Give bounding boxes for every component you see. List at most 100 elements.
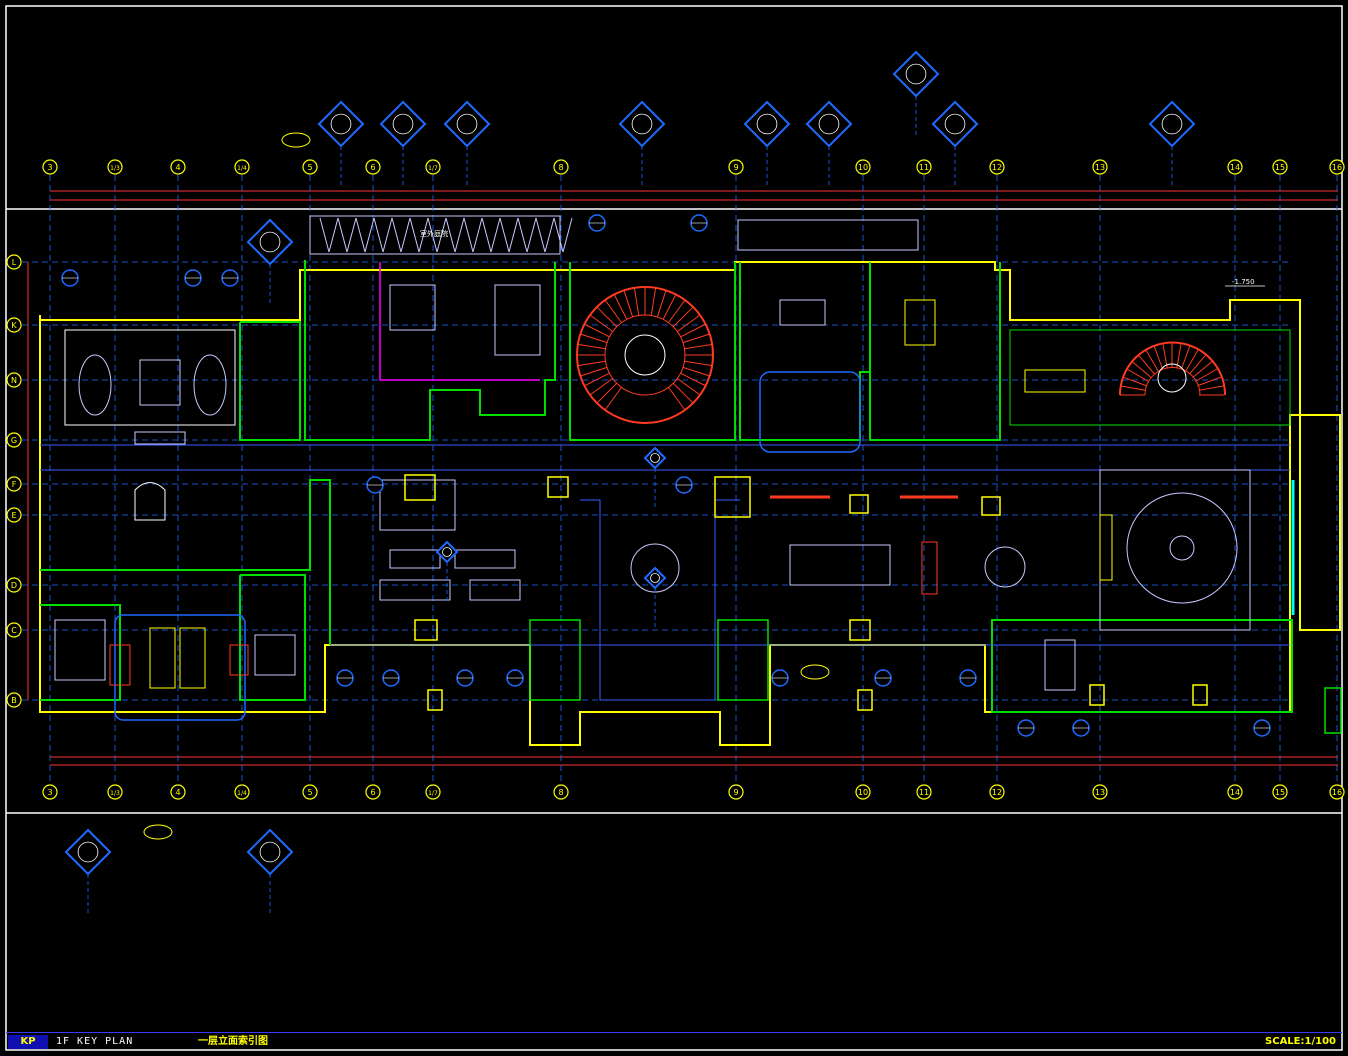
grid-bubble-top: 14 — [1227, 159, 1243, 175]
grid-bubble-top: 1/3 — [107, 159, 123, 175]
svg-text:F: F — [12, 480, 17, 489]
svg-text:K: K — [11, 321, 17, 330]
svg-text:11: 11 — [919, 788, 929, 797]
grid-bubble-bottom: 5 — [302, 784, 318, 800]
svg-text:3: 3 — [47, 163, 52, 172]
elevation-marker — [743, 100, 791, 186]
grid-bubble-row: C — [6, 622, 22, 638]
dimension-lines — [27, 190, 1338, 766]
grid-bubble-bottom: 1/4 — [234, 784, 250, 800]
elevation-marker — [643, 446, 667, 508]
section-marker — [800, 664, 830, 680]
sheet-title: 一层立面索引图 — [198, 1036, 268, 1047]
svg-text:1/7: 1/7 — [428, 165, 438, 172]
grid-bubble-top: 3 — [42, 159, 58, 175]
fixtures — [404, 474, 1342, 734]
section-marker — [588, 214, 606, 232]
elevation-marker — [435, 540, 459, 602]
grid-bubble-bottom: 13 — [1092, 784, 1108, 800]
grid-bubble-row: L — [6, 254, 22, 270]
grid-bubble-top: 9 — [728, 159, 744, 175]
svg-text:8: 8 — [558, 163, 563, 172]
interior-guidelines — [40, 444, 1290, 701]
svg-text:16: 16 — [1332, 788, 1342, 797]
svg-text:1/4: 1/4 — [237, 165, 247, 172]
sheet-code: KP — [8, 1035, 48, 1049]
svg-text:6: 6 — [370, 163, 375, 172]
svg-text:N: N — [11, 376, 17, 385]
svg-text:15: 15 — [1275, 788, 1285, 797]
grid-bubble-top: 5 — [302, 159, 318, 175]
section-marker — [1253, 719, 1271, 737]
section-marker — [1017, 719, 1035, 737]
spot-level: -1.750 — [1225, 278, 1265, 287]
grid-bubble-row: B — [6, 692, 22, 708]
grid-bubble-bottom: 1/7 — [425, 784, 441, 800]
section-marker — [874, 669, 892, 687]
svg-text:14: 14 — [1230, 788, 1240, 797]
section-marker — [675, 476, 693, 494]
elevation-marker — [892, 50, 940, 136]
section-marker — [336, 669, 354, 687]
section-marker — [959, 669, 977, 687]
svg-text:1/3: 1/3 — [110, 165, 120, 172]
elevation-marker — [379, 100, 427, 186]
svg-text:E: E — [11, 511, 16, 520]
elevation-marker — [805, 100, 853, 186]
section-marker — [221, 269, 239, 287]
grid-bubbles-bottom: 3 1/3 4 1/4 5 6 1/7 8 9 10 11 12 13 14 15 16 — [42, 784, 1345, 800]
svg-text:3: 3 — [47, 788, 52, 797]
svg-text:4: 4 — [175, 788, 180, 797]
svg-text:1/4: 1/4 — [237, 790, 247, 797]
grid-bubble-top: 11 — [916, 159, 932, 175]
svg-text:5: 5 — [307, 788, 312, 797]
grid-bubble-bottom: 16 — [1329, 784, 1345, 800]
scale-label: SCALE:1/100 — [1265, 1036, 1336, 1047]
svg-text:11: 11 — [919, 163, 929, 172]
grid-bubble-bottom: 14 — [1227, 784, 1243, 800]
elevation-marker — [246, 828, 294, 914]
furniture — [54, 284, 1238, 691]
grid-bubble-row: D — [6, 577, 22, 593]
svg-text:9: 9 — [733, 163, 738, 172]
svg-text:9: 9 — [733, 788, 738, 797]
balcony-railing — [309, 215, 919, 255]
elevation-marker — [643, 566, 667, 628]
svg-text:8: 8 — [558, 788, 563, 797]
grid-bubble-bottom: 11 — [916, 784, 932, 800]
grid-bubble-top: 15 — [1272, 159, 1288, 175]
section-marker — [61, 269, 79, 287]
svg-text:14: 14 — [1230, 163, 1240, 172]
grid-bubble-bottom: 6 — [365, 784, 381, 800]
elevation-marker — [931, 100, 979, 186]
grid-bubble-row: E — [6, 507, 22, 523]
grid-bubble-row: N — [6, 372, 22, 388]
svg-text:D: D — [11, 581, 17, 590]
section-marker — [771, 669, 789, 687]
svg-text:4: 4 — [175, 163, 180, 172]
grid-bubble-top: 12 — [989, 159, 1005, 175]
room-tag: 室外庭院 — [420, 229, 448, 238]
section-marker — [382, 669, 400, 687]
svg-text:15: 15 — [1275, 163, 1285, 172]
grid-bubble-bottom: 1/3 — [107, 784, 123, 800]
grid-bubble-top: 6 — [365, 159, 381, 175]
grid-bubble-bottom: 15 — [1272, 784, 1288, 800]
sheet-name: 1F KEY PLAN — [56, 1036, 134, 1047]
elevation-marker — [1148, 100, 1196, 186]
grid-bubble-top: 13 — [1092, 159, 1108, 175]
svg-text:L: L — [12, 258, 17, 267]
elevation-marker — [618, 100, 666, 186]
grid-bubble-bottom: 10 — [855, 784, 871, 800]
elevation-index-markers — [61, 50, 1271, 914]
svg-text:16: 16 — [1332, 163, 1342, 172]
grid-bubble-bottom: 12 — [989, 784, 1005, 800]
grid-bubble-row: K — [6, 317, 22, 333]
svg-text:-1.750: -1.750 — [1232, 278, 1255, 286]
section-marker — [366, 476, 384, 494]
svg-text:5: 5 — [307, 163, 312, 172]
grid-bubble-top: 8 — [553, 159, 569, 175]
section-marker — [184, 269, 202, 287]
